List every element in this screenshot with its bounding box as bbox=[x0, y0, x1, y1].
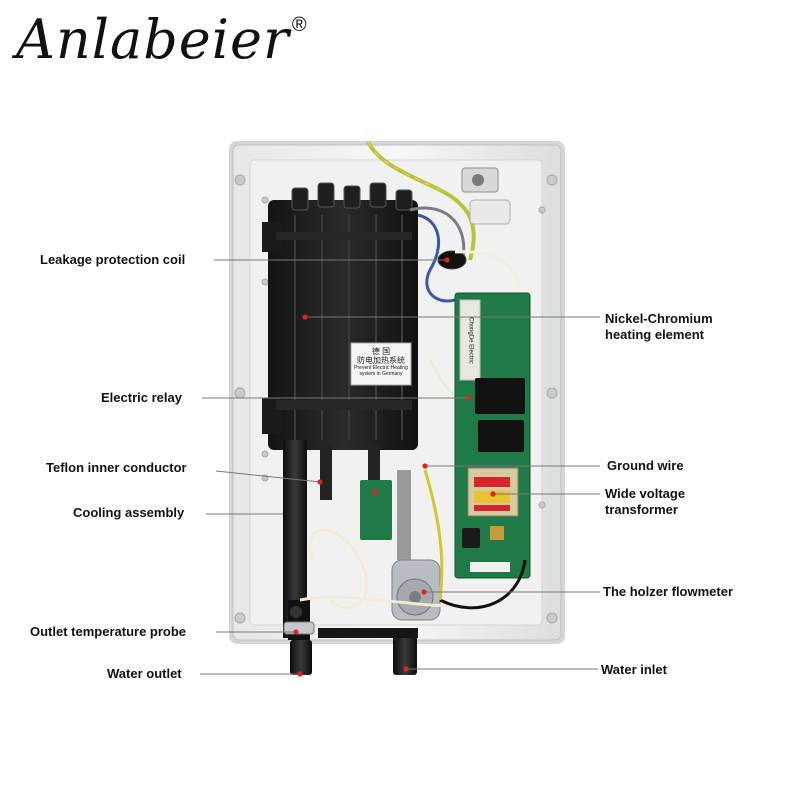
brand-logo: Anlabeier® bbox=[16, 8, 308, 71]
relay-2 bbox=[478, 420, 524, 452]
outlet-temperature-probe-part bbox=[283, 621, 315, 635]
label-outlet-temperature-probe: Outlet temperature probe bbox=[30, 624, 187, 639]
product-sticker bbox=[350, 342, 412, 386]
brand-name: Anlabeier bbox=[16, 8, 290, 71]
leader-lines bbox=[200, 259, 600, 675]
callout-dots bbox=[293, 257, 496, 677]
label-leakage-protection-coil: Leakage protection coil bbox=[40, 252, 186, 267]
transformer bbox=[467, 467, 519, 517]
board-print: ChongDe Electric bbox=[467, 317, 474, 364]
sticker-line-1: 德 国 bbox=[371, 347, 391, 356]
registered-mark: ® bbox=[291, 14, 308, 36]
flowmeter bbox=[391, 559, 441, 621]
label-water-outlet: Water outlet bbox=[107, 666, 182, 681]
label-nickel-chromium-heating-element: Nickel-Chromium heating element bbox=[605, 311, 713, 342]
water-pipes bbox=[283, 440, 418, 675]
label-electric-relay: Electric relay bbox=[101, 390, 182, 405]
sticker-line-4: system in Germany bbox=[359, 371, 403, 377]
label-teflon-inner-conductor: Teflon inner conductor bbox=[46, 460, 187, 475]
sticker-line-3: Prevent Electric Heating bbox=[354, 365, 408, 371]
heating-element-block bbox=[262, 182, 418, 450]
label-ground-wire: Ground wire bbox=[607, 458, 684, 473]
relay-1 bbox=[475, 378, 525, 414]
sticker-line-2: 防电加热系统 bbox=[357, 356, 405, 365]
sticker-text: 德 国 防电加热系统 Prevent Electric Heating syst… bbox=[352, 347, 410, 377]
label-wide-voltage-transformer: Wide voltage transformer bbox=[605, 486, 686, 517]
top-fitting bbox=[461, 167, 511, 225]
label-holzer-flowmeter: The holzer flowmeter bbox=[603, 584, 734, 599]
label-cooling-assembly: Cooling assembly bbox=[73, 505, 185, 520]
label-water-inlet: Water inlet bbox=[601, 662, 667, 677]
control-board bbox=[454, 292, 531, 579]
cooling-assembly-board bbox=[360, 480, 392, 540]
